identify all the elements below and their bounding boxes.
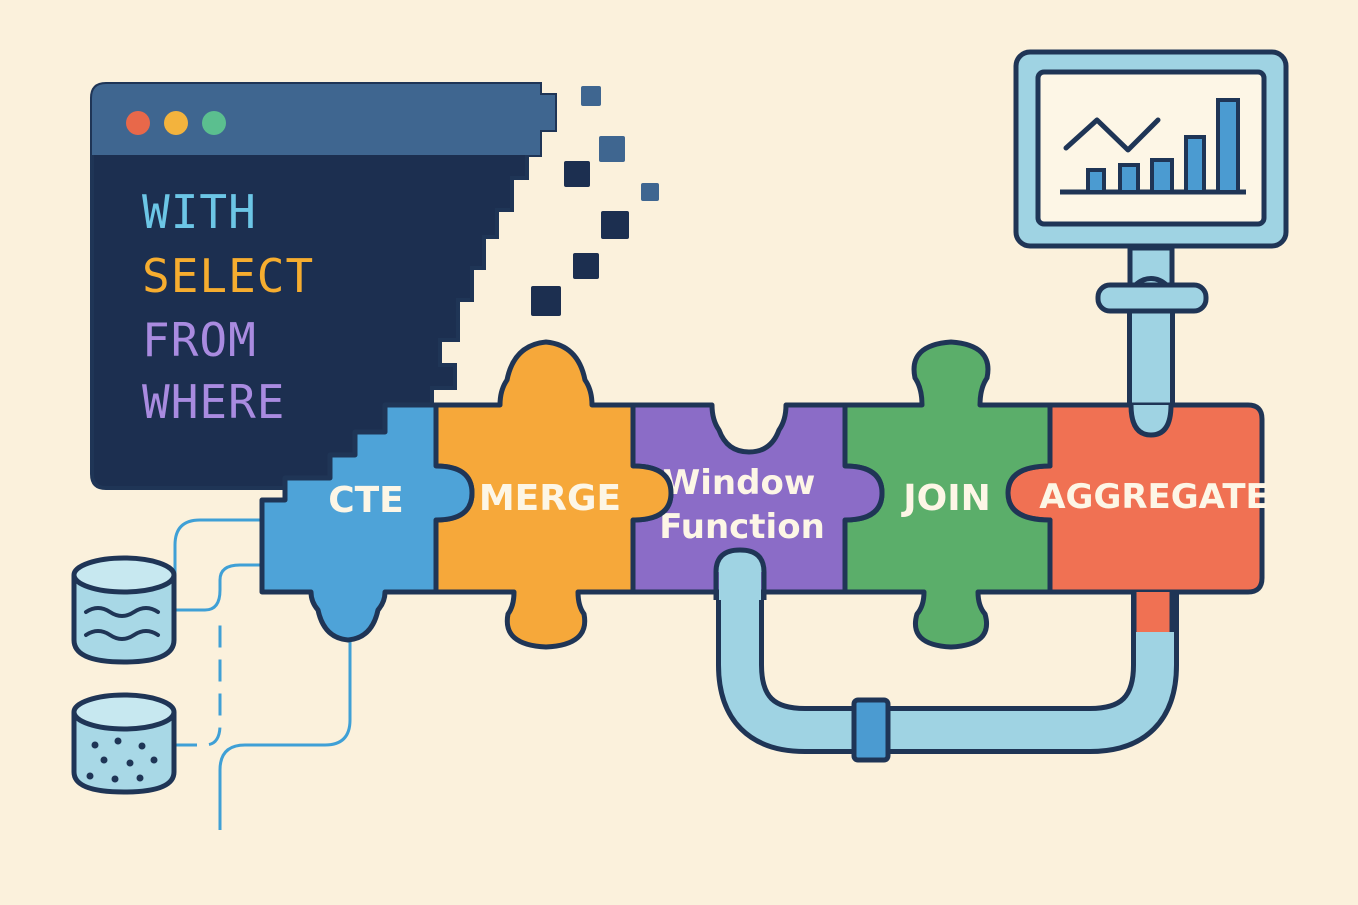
database-dotted-icon <box>71 692 177 795</box>
database-wavy-icon <box>71 555 177 665</box>
close-dot[interactable] <box>126 111 150 135</box>
keyword-select: SELECT <box>142 249 314 303</box>
puzzle-piece-cte: CTE <box>259 402 475 643</box>
code-editor-window: WITH SELECT FROM WHERE <box>90 82 557 490</box>
data-connector-lines <box>173 518 352 830</box>
piece-label-aggregate: AGGREGATE <box>1039 477 1269 517</box>
keyword-where: WHERE <box>142 375 285 429</box>
piece-label-merge: MERGE <box>479 478 621 519</box>
puzzle-piece-merge: MERGE <box>433 339 674 650</box>
piece-label-window: Window <box>663 463 815 503</box>
piece-label-function: Function <box>659 507 825 547</box>
pipe-icon <box>716 536 1179 763</box>
keyword-with: WITH <box>142 185 257 239</box>
monitor-stand <box>1095 245 1209 444</box>
minimize-dot[interactable] <box>164 111 188 135</box>
piece-label-join: JOIN <box>900 478 991 519</box>
window-dots <box>126 111 226 135</box>
pipe-inlet <box>713 547 767 600</box>
puzzle-piece-aggregate: AGGREGATE <box>1005 402 1269 632</box>
pixel-squares <box>529 84 661 318</box>
monitor-chart-icon <box>1013 49 1289 249</box>
piece-label-cte: CTE <box>328 480 404 521</box>
maximize-dot[interactable] <box>202 111 226 135</box>
keyword-from: FROM <box>142 313 257 367</box>
